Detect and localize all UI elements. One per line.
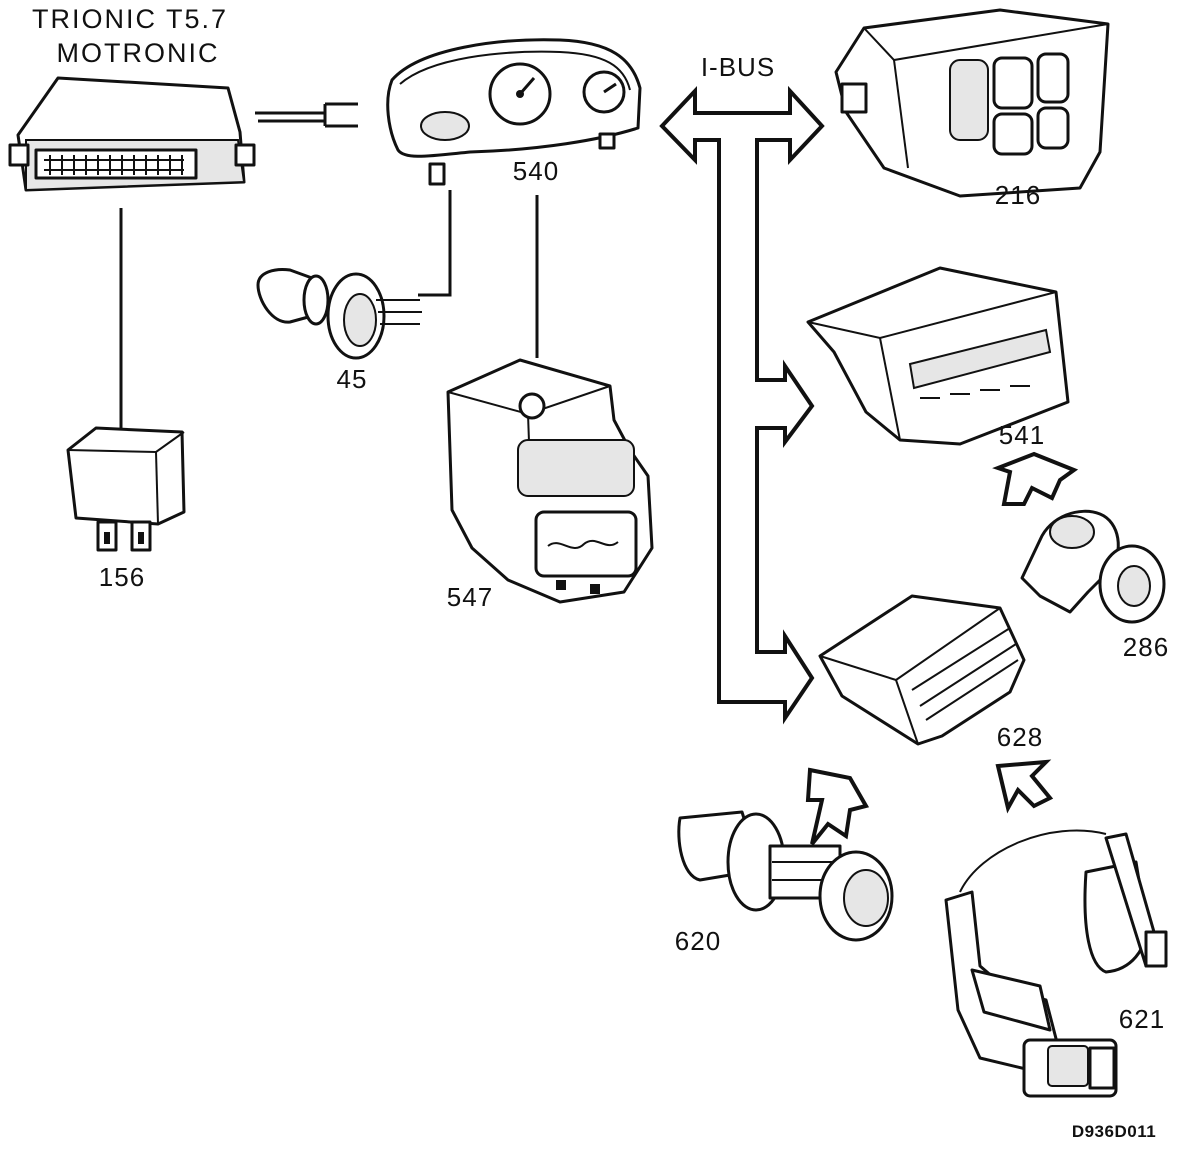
sensor-286-drawing [1020,509,1166,624]
display-541-drawing [806,266,1070,446]
instrument-cluster-540-drawing [386,38,642,186]
arrow-621-to-628 [995,759,1054,814]
arrow-286-to-541 [992,451,1079,506]
label-216: 216 [995,180,1041,210]
relay-156-drawing [66,426,186,552]
bus-label: I-BUS [701,52,775,82]
label-541: 541 [999,420,1045,450]
cluster-sensor45-line [418,190,452,297]
sensor-621-drawing [944,829,1168,1098]
label-621: 621 [1119,1004,1165,1034]
sensor-45-drawing [256,268,422,360]
arrow-620-to-628 [805,767,870,846]
module-216-drawing [834,8,1110,198]
ecu-title-line2: MOTRONIC [57,38,220,68]
module-628-drawing [818,594,1026,746]
label-540: 540 [513,156,559,186]
ecu-module-drawing [8,76,256,192]
label-45: 45 [337,364,368,394]
ecu-cluster-wire [255,102,358,128]
label-286: 286 [1123,632,1169,662]
figure-code: D936D011 [1072,1122,1156,1141]
abs-unit-547-drawing [446,358,654,604]
label-620: 620 [675,926,721,956]
sensor-620-drawing [677,810,894,942]
label-547: 547 [447,582,493,612]
label-156: 156 [99,562,145,592]
ecu-title-line1: TRIONIC T5.7 [32,4,228,34]
ibus-bus-arrow [659,85,825,725]
label-628: 628 [997,722,1043,752]
